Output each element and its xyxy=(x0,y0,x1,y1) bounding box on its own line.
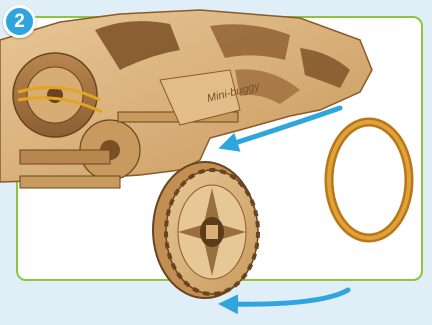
step-number-badge: 2 xyxy=(3,5,36,38)
front-wheel xyxy=(153,162,258,298)
step-number: 2 xyxy=(14,12,25,31)
